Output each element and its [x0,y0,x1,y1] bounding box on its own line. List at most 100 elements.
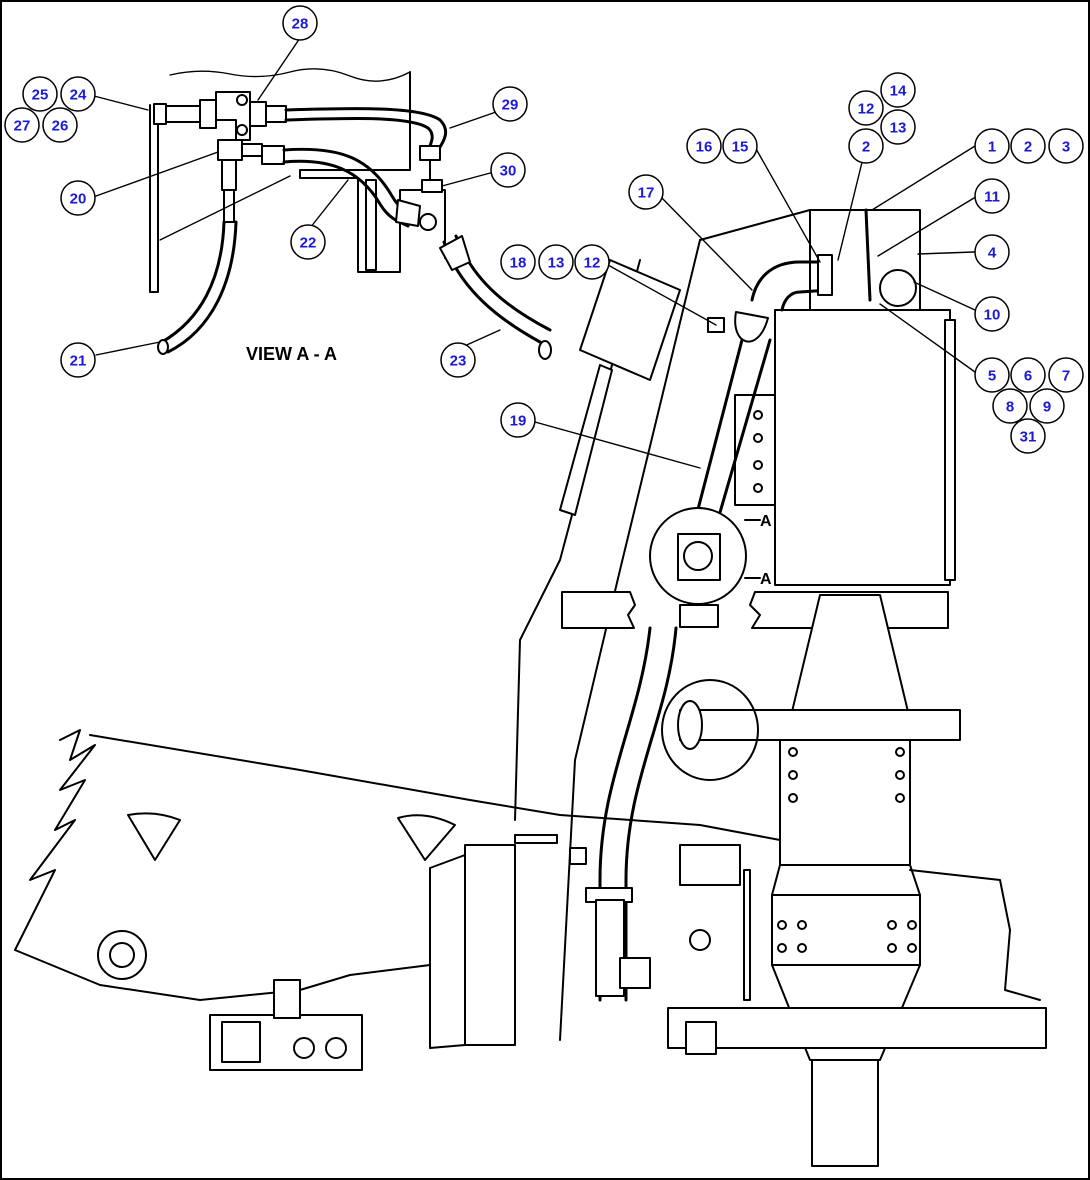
inlet-elbow-inner [780,288,832,312]
muffler-joint [771,864,921,896]
callout-circle [1029,388,1065,424]
elbow-20-nut [241,143,263,157]
callout-c6: 6 [1010,357,1046,393]
main-leaders [534,145,976,469]
callout-circle [1010,128,1046,164]
callout-number: 13 [890,120,907,137]
control-knob-2 [325,1037,347,1059]
callout-c1: 1 [974,128,1010,164]
elbow-boot [734,311,769,343]
hose-21-a [160,220,226,344]
callout-c12b: 12 [574,244,610,280]
leader-2a [837,145,867,261]
callout-number: 28 [292,16,309,33]
right-structure [909,869,1041,1001]
callout-c4: 4 [974,234,1010,270]
rail-latch [685,1021,717,1055]
callout-c22: 22 [290,224,326,260]
leader-11 [877,197,975,257]
callout-circle [538,244,574,280]
callout-number: 2 [1024,139,1032,156]
callout-c27: 27 [4,107,40,143]
valve-rod [743,869,751,1001]
callout-number: 11 [984,189,1000,206]
bracket-hole-2 [753,433,763,443]
callout-circle [4,107,40,143]
callout-number: 27 [14,118,31,135]
callout-number: 6 [1024,368,1032,385]
callout-number: 7 [1062,368,1070,385]
side-plate [149,104,159,293]
callout-circle [290,224,326,260]
callout-circle [974,234,1010,270]
inlet-elbow-outer [750,260,832,302]
fitting-24 [153,103,167,125]
callout-circle [60,76,96,112]
hose-lower-left [598,626,652,1002]
small-sensor [569,847,587,865]
callout-number: 21 [70,353,87,370]
callout-c26: 26 [42,107,78,143]
callout-c24: 24 [60,76,96,112]
callout-number: 8 [1006,399,1014,416]
callout-circle [974,296,1010,332]
control-knob-1 [293,1037,315,1059]
leader-4 [917,251,975,255]
crossover-boss [661,679,759,781]
hose-19-left [688,338,744,542]
bracket-hole-3 [753,460,763,470]
muffler-mid [771,894,921,966]
callout-c23: 23 [440,342,476,378]
callout-circle [60,180,96,216]
callout-number: 12 [584,255,601,272]
view-a-a-inset: VIEW A - A [93,37,552,364]
hose-21-b [166,220,238,354]
drum-face [429,854,466,1049]
fitting-28 [265,105,287,123]
muffler-bolts [777,747,917,953]
fitting-21 [221,159,237,191]
callout-c13b: 13 [538,244,574,280]
callout-c8: 8 [992,388,1028,424]
callout-number: 25 [32,87,49,104]
boom-arm-outline [14,729,431,1001]
callout-circle [686,128,722,164]
callout-c18: 18 [500,244,536,280]
callout-number: 15 [732,139,749,156]
leader-28 [257,37,301,101]
callout-number: 2 [862,139,870,156]
callout-number: 3 [1062,139,1070,156]
callout-number: 24 [70,87,87,104]
bracket-hole-1 [753,410,763,420]
lever-base [421,179,443,193]
leader-30 [441,171,495,187]
leader-5 [879,303,976,373]
callout-circle [880,72,916,108]
elbow-20 [217,139,243,161]
leader-21 [95,341,161,356]
mirror-box [579,259,681,381]
hose-22-upper [282,147,416,218]
leader-29 [449,111,497,129]
callout-circle [1010,418,1046,454]
boom-lightening-hole-2 [397,814,456,861]
callout-circle [282,5,318,41]
bottom-rail [667,1007,1047,1049]
callout-number: 19 [510,413,527,430]
callout-circle [1048,128,1084,164]
callout-c21: 21 [60,342,96,378]
callout-circle [500,244,536,280]
nut-24 [199,99,217,129]
main-assembly: A A [14,208,1047,1167]
muffler-upper [779,719,911,866]
leader-12b [607,264,717,326]
boom-lightening-hole-1 [127,812,181,861]
valve-flange [619,957,651,989]
clamp-band [864,208,872,302]
callout-c2a: 2 [848,128,884,164]
air-cleaner-canister [774,309,951,586]
callout-circle [490,152,526,188]
